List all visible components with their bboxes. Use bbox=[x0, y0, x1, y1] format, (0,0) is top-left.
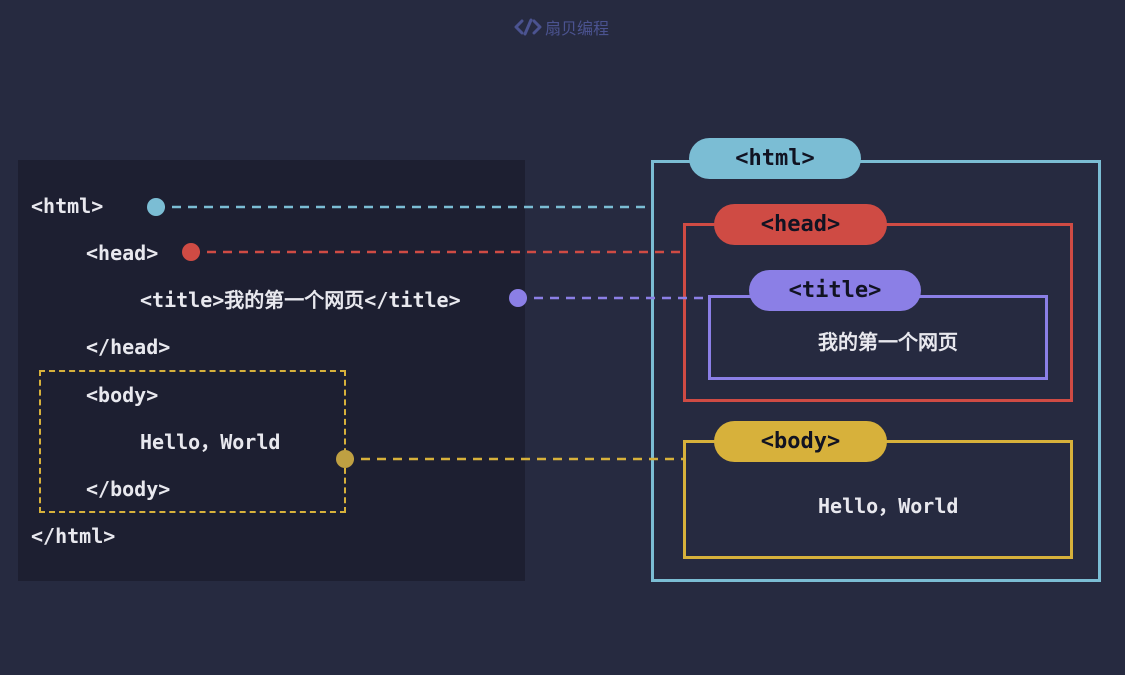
html-pill: <html> bbox=[689, 138, 861, 179]
code-line-body-content: Hello，World bbox=[140, 430, 281, 454]
code-icon bbox=[514, 18, 542, 36]
head-dot bbox=[182, 243, 200, 261]
code-line-head-close: </head> bbox=[86, 335, 171, 359]
title-pill: <title> bbox=[749, 270, 921, 311]
body-pill: <body> bbox=[714, 421, 887, 462]
code-line-html-close: </html> bbox=[31, 524, 116, 548]
body-dot bbox=[336, 450, 354, 468]
code-line-html-open: <html> bbox=[31, 194, 104, 218]
brand-name: 扇贝编程 bbox=[545, 19, 610, 38]
head-pill: <head> bbox=[714, 204, 887, 245]
html-dot bbox=[147, 198, 165, 216]
body-highlight-box bbox=[39, 370, 346, 513]
code-line-title: <title>我的第一个网页</title> bbox=[140, 288, 461, 312]
title-text: 我的第一个网页 bbox=[818, 330, 958, 354]
body-text: Hello，World bbox=[818, 494, 959, 518]
code-line-head-open: <head> bbox=[86, 241, 159, 265]
title-dot bbox=[509, 289, 527, 307]
code-line-body-close: </body> bbox=[86, 477, 171, 501]
code-line-body-open: <body> bbox=[86, 383, 159, 407]
brand-logo: 扇贝编程 bbox=[514, 15, 609, 39]
html-frame bbox=[651, 160, 1101, 582]
